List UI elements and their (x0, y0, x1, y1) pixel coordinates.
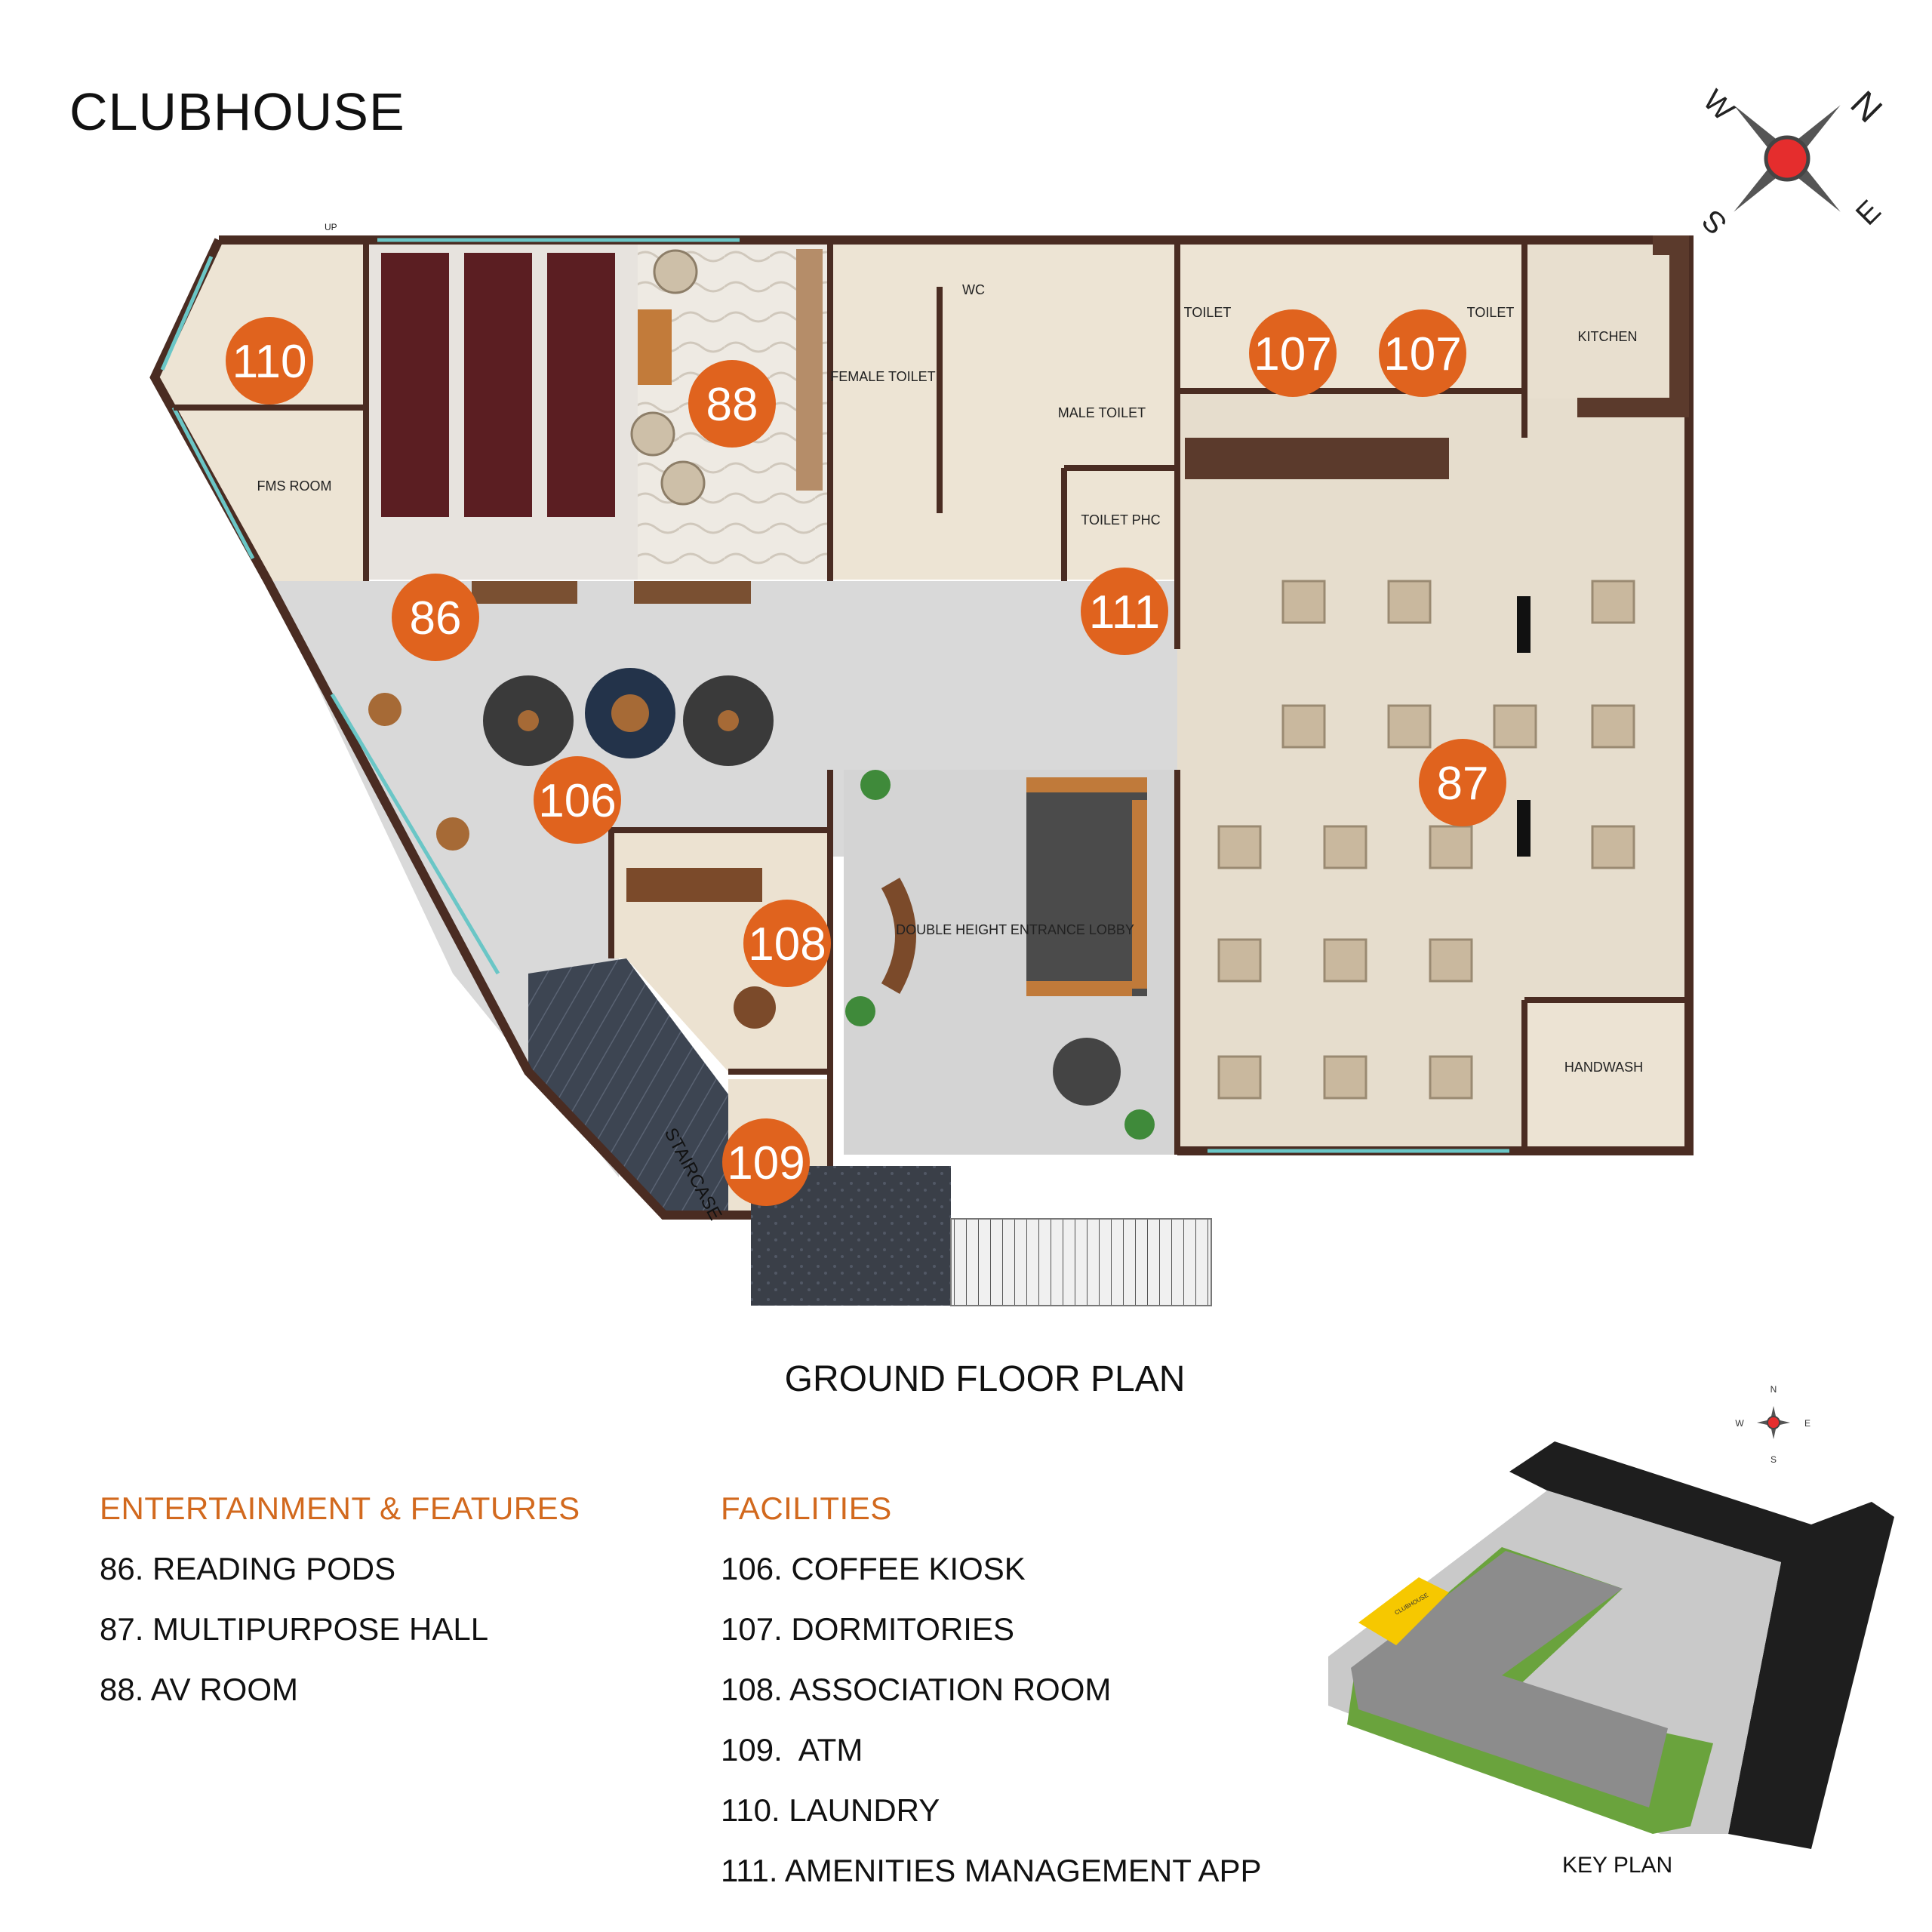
badge-circle (688, 360, 776, 448)
label-handwash: HANDWASH (1564, 1060, 1643, 1075)
planters (845, 770, 1155, 1140)
legend-item: 108. ASSOCIATION ROOM (721, 1672, 1112, 1707)
badge-number: 107 (1254, 328, 1331, 380)
av-sofa (638, 309, 672, 385)
glazing (160, 238, 1509, 1153)
page-title: CLUBHOUSE (69, 82, 405, 141)
legend-item: 109. ATM (721, 1732, 863, 1767)
label-toilet-2: TOILET (1467, 305, 1515, 320)
badge-number: 110 (232, 336, 307, 388)
av-chairs (630, 249, 706, 506)
badge-number: 107 (1383, 328, 1461, 380)
badge-86: 86 (392, 574, 479, 661)
reading-pod-benches (472, 581, 751, 604)
label-wc: WC (962, 282, 985, 297)
badge-number: 109 (727, 1137, 804, 1189)
key-plan-clubhouse (1358, 1577, 1449, 1645)
reading-pod-seats (381, 253, 615, 517)
badge-number: 88 (706, 379, 758, 431)
legend-item: 86. READING PODS (100, 1551, 396, 1586)
badge-number: 108 (748, 918, 826, 971)
badge-109: 109 (722, 1118, 810, 1206)
legend-item: 107. DORMITORIES (721, 1611, 1014, 1647)
label-toilet-1: TOILET (1184, 305, 1232, 320)
toilet-block-floor (830, 240, 1177, 580)
compass-n: N (1843, 84, 1890, 131)
badge-number: 87 (1437, 758, 1489, 810)
badge-layer: 110 88 107 107 86 111 106 87 108 109 (226, 309, 1506, 1206)
lobby-round-table (1053, 1038, 1121, 1106)
dorm-floor (1177, 240, 1524, 391)
key-compass-w: W (1735, 1418, 1744, 1429)
badge-circle (1379, 309, 1466, 397)
legend-item: 106. COFFEE KIOSK (721, 1551, 1026, 1586)
badge-number: 111 (1089, 586, 1160, 638)
legend-facilities-heading: FACILITIES (721, 1491, 892, 1526)
coffee-kiosk (368, 668, 774, 851)
staircase (528, 958, 728, 1215)
association-round-table (734, 986, 776, 1029)
handwash-floor (1524, 1000, 1689, 1151)
badge-110: 110 (226, 317, 313, 405)
legend-item: 110. LAUNDRY (721, 1792, 940, 1828)
legend-entertainment-heading: ENTERTAINMENT & FEATURES (100, 1491, 580, 1526)
compass-icon (1734, 105, 1841, 212)
key-compass-n: N (1770, 1384, 1777, 1395)
lobby-lounge (1026, 785, 1147, 996)
badge-circle (1249, 309, 1337, 397)
hall-tables (1217, 580, 1635, 1100)
badge-107: 107 (1249, 309, 1337, 397)
compass-w: W (1697, 84, 1740, 128)
badge-number: 86 (410, 592, 462, 645)
label-toilet-phc: TOILET PHC (1081, 512, 1160, 528)
label-male-toilet: MALE TOILET (1058, 405, 1146, 420)
key-compass-s: S (1770, 1454, 1777, 1465)
badge-88: 88 (688, 360, 776, 448)
key-compass-icon (1757, 1406, 1790, 1439)
kitchen-floor (1524, 240, 1689, 398)
key-plan-building (1351, 1551, 1668, 1807)
badge-108: 108 (743, 900, 831, 987)
label-female-toilet: FEMALE TOILET (830, 369, 935, 384)
badge-87: 87 (1419, 739, 1506, 826)
hall-columns (1517, 596, 1531, 857)
badge-111: 111 (1081, 568, 1168, 655)
kitchen-counter (1577, 235, 1689, 417)
badge-circle (226, 317, 313, 405)
hall-bar (1185, 438, 1449, 479)
key-plan-road (1509, 1441, 1894, 1849)
label-lobby: DOUBLE HEIGHT ENTRANCE LOBBY (896, 922, 1134, 937)
compass-s: S (1696, 203, 1734, 241)
badge-circle (534, 756, 621, 844)
av-screen (796, 249, 823, 491)
legend-item: 88. AV ROOM (100, 1672, 298, 1707)
plan-caption: GROUND FLOOR PLAN (784, 1359, 1186, 1399)
legend-item: 87. MULTIPURPOSE HALL (100, 1611, 489, 1647)
reception-desk (881, 878, 916, 994)
label-fms-room: FMS ROOM (257, 478, 332, 494)
key-plan-caption: KEY PLAN (1562, 1853, 1673, 1878)
lobby-seating (1026, 777, 1147, 996)
entrance-steps (950, 1218, 1212, 1306)
badge-circle (1419, 739, 1506, 826)
fms-floor (174, 408, 366, 581)
badge-circle (1081, 568, 1168, 655)
legend-item: 111. AMENITIES MANAGEMENT APP (721, 1853, 1262, 1888)
label-kitchen: KITCHEN (1577, 329, 1637, 344)
label-up: UP (325, 222, 337, 232)
key-compass-e: E (1804, 1418, 1810, 1429)
badge-circle (722, 1118, 810, 1206)
badge-106: 106 (534, 756, 621, 844)
badge-circle (743, 900, 831, 987)
badge-107: 107 (1379, 309, 1466, 397)
compass-e: E (1850, 194, 1887, 232)
interior-walls (174, 240, 1689, 1166)
association-table (626, 868, 762, 902)
key-plan: CLUBHOUSE N S E W (1328, 1384, 1894, 1849)
badge-circle (392, 574, 479, 661)
badge-number: 106 (538, 775, 616, 827)
